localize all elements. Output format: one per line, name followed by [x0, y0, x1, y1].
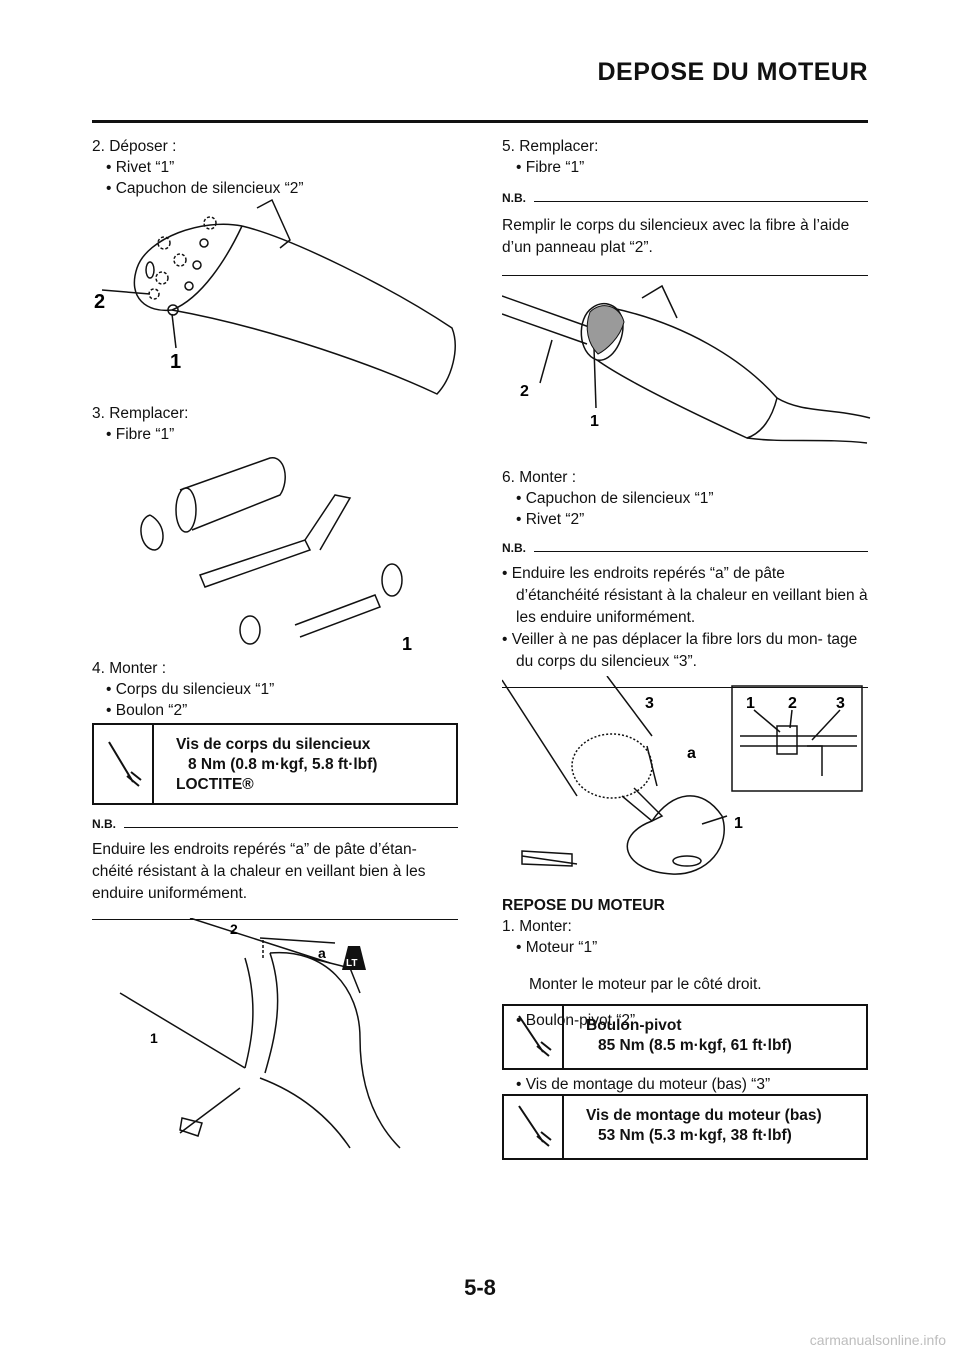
step6-title: 6. Monter :	[502, 469, 577, 486]
silencer-cap-mounting-illustration: 3 a 1 1 2 3	[502, 676, 863, 875]
page-title: DEPOSE DU MOTEUR	[597, 58, 868, 86]
fig4-label-2: 2	[520, 383, 529, 400]
step6-bullet2: Rivet “2”	[516, 509, 868, 530]
left-step3: 3. Remplacer: Fibre “1”	[92, 403, 458, 445]
watermark: carmanualsonline.info	[809, 1332, 946, 1348]
repose-bullet1-sub: Monter le moteur par le côté droit.	[529, 975, 762, 993]
repose-bullet3: Vis de montage du moteur (bas) “3”	[516, 1074, 868, 1095]
step4-bullet1: Corps du silencieux “1”	[106, 679, 458, 700]
fig1-label-1: 1	[170, 351, 181, 373]
muffler-cap-illustration: 2 1	[94, 198, 456, 395]
nb2-bullet2: Veiller à ne pas déplacer la fibre lors …	[511, 631, 858, 670]
page-number: 5-8	[464, 1275, 496, 1300]
nb1-label: N.B.	[502, 191, 526, 205]
step2-title: 2. Déposer :	[92, 138, 177, 155]
torque-wrench-icon	[504, 1096, 564, 1158]
fig3-label-a: a	[318, 945, 326, 961]
spec3-name: Vis de montage du moteur (bas)	[586, 1107, 822, 1124]
fig3-label-1: 1	[150, 1030, 158, 1046]
nb-label: N.B.	[92, 817, 116, 831]
step5-bullet1: Fibre “1”	[516, 157, 868, 178]
torque-spec-pivot-bolt: Boulon-pivot 85 Nm (8.5 m·kgf, 61 ft·lbf…	[502, 1004, 868, 1070]
repose-bullet1: Moteur “1”	[516, 937, 868, 958]
fiber-filling-illustration: 2 1	[502, 284, 871, 444]
fig5-label-3: 3	[645, 695, 654, 712]
nb2-label: N.B.	[502, 541, 526, 555]
spec1-extra: LOCTITE®	[176, 776, 254, 793]
repose-heading: REPOSE DU MOTEUR	[502, 897, 665, 914]
left-step2: 2. Déposer : Rivet “1” Capuchon de silen…	[92, 136, 458, 199]
step3-title: 3. Remplacer:	[92, 405, 189, 422]
nb-text: Enduire les endroits repérés “a” de pâte…	[92, 841, 426, 902]
torque-wrench-icon	[504, 1006, 564, 1068]
fig2-label-1: 1	[402, 634, 412, 654]
step6-bullet1: Capuchon de silencieux “1”	[516, 488, 868, 509]
step2-bullet1: Rivet “1”	[106, 157, 458, 178]
left-step4: 4. Monter : Corps du silencieux “1” Boul…	[92, 658, 458, 721]
fiber-replacement-illustration: 1	[140, 457, 412, 654]
right-step5: 5. Remplacer: Fibre “1” N.B. Remplir le …	[502, 136, 868, 276]
spec2-name: Boulon-pivot	[586, 1017, 682, 1034]
fig4-label-1: 1	[590, 413, 599, 430]
torque-spec-silencer-body: Vis de corps du silencieux 8 Nm (0.8 m·k…	[92, 723, 458, 805]
step2-bullet2: Capuchon de silencieux “2”	[106, 178, 458, 199]
fig5-detail-label-1: 1	[746, 695, 755, 712]
fig5-label-a: a	[687, 745, 696, 762]
spec2-value: 85 Nm (8.5 m·kgf, 61 ft·lbf)	[598, 1037, 792, 1054]
nb2-bullet1: Enduire les endroits repérés “a” de pâte…	[511, 565, 868, 626]
step4-title: 4. Monter :	[92, 660, 167, 677]
left-nb: N.B. Enduire les endroits repérés “a” de…	[92, 806, 458, 920]
loctite-icon-label: LT	[346, 958, 357, 969]
torque-wrench-icon	[94, 725, 154, 803]
repose-bullet2: Boulon-pivot “2”	[516, 1010, 868, 1031]
header-rule	[92, 120, 868, 123]
loctite-icon	[342, 946, 366, 970]
fig5-detail-label-2: 2	[788, 695, 797, 712]
fig5-label-1: 1	[734, 815, 743, 832]
fig1-label-2: 2	[94, 291, 105, 313]
spec1-value: 8 Nm (0.8 m·kgf, 5.8 ft·lbf)	[188, 756, 378, 773]
torque-spec-engine-mount-lower: Vis de montage du moteur (bas) 53 Nm (5.…	[502, 1094, 868, 1160]
repose-step1: 1. Monter:	[502, 918, 572, 935]
fig3-label-2: 2	[230, 921, 238, 937]
spec3-value: 53 Nm (5.3 m·kgf, 38 ft·lbf)	[598, 1127, 792, 1144]
step3-bullet1: Fibre “1”	[106, 424, 458, 445]
silencer-body-sealant-illustration: 2 a 1 LT	[119, 918, 401, 1149]
repose-section: REPOSE DU MOTEUR 1. Monter: Moteur “1” M…	[502, 895, 868, 1031]
right-step6: 6. Monter : Capuchon de silencieux “1” R…	[502, 467, 868, 688]
fig5-detail-label-3: 3	[836, 695, 845, 712]
spec1-name: Vis de corps du silencieux	[176, 736, 371, 753]
nb1-text: Remplir le corps du silencieux avec la f…	[502, 217, 850, 256]
step5-title: 5. Remplacer:	[502, 138, 599, 155]
step4-bullet2: Boulon “2”	[106, 700, 458, 721]
